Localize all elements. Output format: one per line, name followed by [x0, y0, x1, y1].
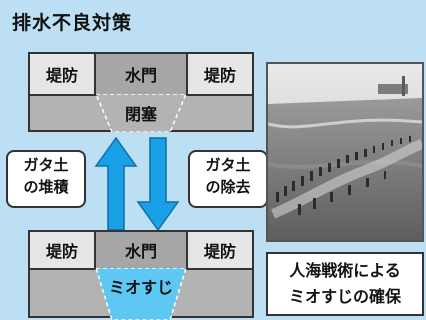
accumulation-line-1: ガタ土 — [23, 156, 69, 174]
top-closure-outline — [95, 94, 187, 132]
bottom-embankment-left: 堤防 — [28, 230, 96, 270]
workers-photo — [266, 62, 424, 242]
page-title: 排水不良対策 — [12, 12, 133, 34]
closure-label: 閉塞 — [124, 105, 157, 124]
removal-line-2: の除去 — [205, 178, 251, 196]
photo-image — [268, 64, 422, 240]
top-embankment-right: 堤防 — [186, 52, 254, 96]
up-arrow-icon — [94, 136, 138, 231]
sediment-accumulation-label: ガタ土 の堆積 — [6, 150, 86, 208]
channel-trapezoid — [95, 268, 187, 320]
caption-line-1: 人海戦術による — [289, 261, 401, 280]
closure-trapezoid — [95, 94, 187, 132]
bottom-sluice-gate: 水門 — [94, 230, 188, 270]
down-arrow-icon — [136, 137, 180, 232]
channel-shape — [95, 268, 187, 320]
channel-label: ミオすじ — [108, 278, 173, 297]
caption-line-2: ミオすじの確保 — [288, 287, 401, 306]
sediment-removal-label: ガタ土 の除去 — [188, 150, 268, 208]
top-embankment-left: 堤防 — [28, 52, 96, 96]
accumulation-line-2: の堆積 — [23, 178, 69, 196]
process-arrows — [94, 136, 180, 232]
removal-line-1: ガタ土 — [205, 156, 251, 174]
photo-caption: 人海戦術による ミオすじの確保 — [266, 252, 424, 316]
top-sluice-gate: 水門 — [94, 52, 188, 96]
bottom-embankment-right: 堤防 — [186, 230, 254, 270]
